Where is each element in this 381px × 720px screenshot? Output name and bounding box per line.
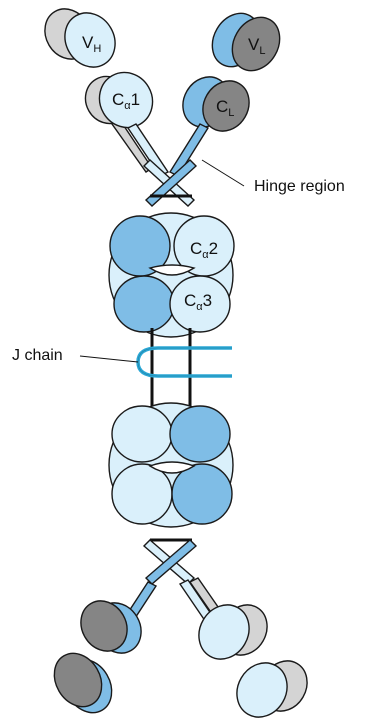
lower-right-fab: [180, 578, 316, 720]
upper-right-light-chain: [194, 9, 289, 140]
hinge-leader-line: [202, 160, 244, 186]
lower-fc: [109, 403, 233, 527]
j-chain-leader-line: [80, 356, 138, 362]
lower-left-fab: [45, 582, 156, 720]
upper-fc: [109, 213, 234, 337]
hinge-region-label: Hinge region: [254, 178, 345, 195]
lower-monomer: [45, 403, 316, 720]
upper-left-ca3: [114, 276, 174, 332]
j-chain-label: J chain: [12, 347, 63, 364]
